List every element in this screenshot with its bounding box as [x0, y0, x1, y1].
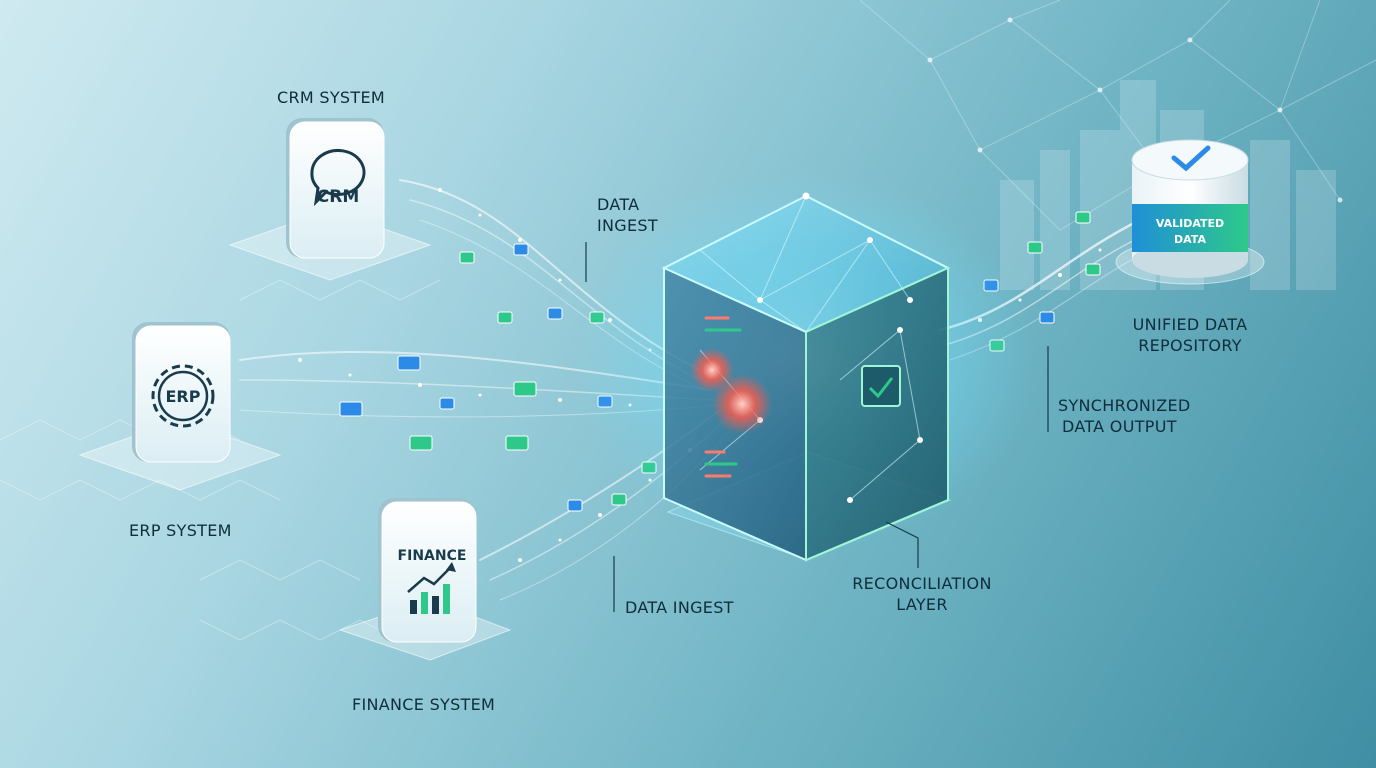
chat-bubble-icon: CRM — [310, 149, 366, 207]
alert-glow — [712, 374, 772, 434]
reconciliation-layer-label: RECONCILIATION LAYER — [838, 573, 1006, 615]
crm-system-label: CRM SYSTEM — [277, 88, 385, 107]
gear-icon: ERP — [151, 364, 215, 428]
checkmark-icon — [1171, 145, 1211, 172]
synchronized-output-label: SYNCHRONIZED DATA OUTPUT — [1058, 395, 1191, 437]
check-chip-icon — [861, 365, 901, 407]
data-ingest-top-line1: DATA — [597, 195, 640, 214]
repository-line1: UNIFIED DATA — [1132, 315, 1248, 334]
drum-label-line1: VALIDATED — [1156, 217, 1224, 230]
erp-badge-text: ERP — [166, 387, 201, 406]
data-ingest-top-label: DATA INGEST — [597, 194, 658, 236]
erp-source-tile: ERP — [78, 322, 282, 491]
validated-data-drum: VALIDATED DATA — [1115, 139, 1265, 285]
finance-system-label: FINANCE SYSTEM — [352, 695, 496, 714]
synchronized-line1: SYNCHRONIZED — [1058, 396, 1191, 415]
reconciliation-cube — [575, 170, 1035, 562]
finance-source-tile: FINANCE — [338, 498, 512, 661]
city-skyline — [1000, 80, 1336, 290]
data-ingest-bottom-label: DATA INGEST — [625, 598, 734, 617]
erp-system-label: ERP SYSTEM — [129, 521, 232, 540]
repository-line2: REPOSITORY — [1138, 336, 1242, 355]
reconciliation-line2: LAYER — [896, 595, 948, 614]
crm-source-tile: CRM — [228, 118, 432, 281]
reconciliation-line1: RECONCILIATION — [852, 574, 992, 593]
cube-code-lines — [704, 316, 742, 478]
leader-lines — [585, 242, 1049, 612]
unified-repository-label: UNIFIED DATA REPOSITORY — [1110, 314, 1270, 356]
crm-badge-text: CRM — [317, 187, 359, 207]
bar-chart-icon — [407, 562, 456, 614]
drum-label-line2: DATA — [1174, 233, 1206, 246]
synchronized-line2: DATA OUTPUT — [1062, 417, 1177, 436]
finance-badge-text: FINANCE — [398, 548, 467, 564]
data-ingest-top-line2: INGEST — [597, 216, 658, 235]
